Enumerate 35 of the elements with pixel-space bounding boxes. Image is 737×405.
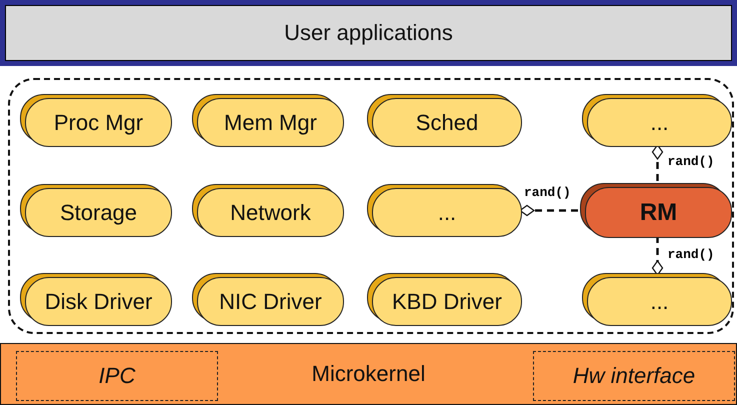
- module-pill: [367, 273, 522, 326]
- module-pill: [367, 184, 522, 237]
- module-label: ...: [650, 110, 669, 136]
- module-label: KBD Driver: [392, 288, 502, 314]
- component-label: IPC: [98, 363, 136, 389]
- layer-label: Microkernel: [312, 361, 426, 387]
- module-pill: [582, 94, 732, 147]
- dashed-box: [16, 351, 218, 401]
- connector: [652, 144, 664, 181]
- module-label: RM: [640, 198, 678, 226]
- module-label: Proc Mgr: [54, 110, 144, 136]
- module-pill: [192, 184, 344, 237]
- connector: [652, 236, 664, 276]
- layer-band: [0, 343, 737, 405]
- module-pill: [580, 183, 732, 238]
- module-pill: [192, 94, 344, 147]
- module-pill: [20, 184, 172, 237]
- dashed-box: [533, 351, 735, 401]
- module-pill: [367, 94, 522, 147]
- module-pill: [20, 273, 172, 326]
- module-pill: [192, 273, 344, 326]
- layer-band: [0, 0, 737, 66]
- module-label: Mem Mgr: [224, 110, 317, 136]
- module-pill: [582, 273, 732, 326]
- layer-label: User applications: [284, 20, 453, 46]
- module-label: Disk Driver: [44, 288, 152, 314]
- dashed-region: [8, 78, 734, 334]
- module-pill: [20, 94, 172, 147]
- module-label: NIC Driver: [219, 288, 322, 314]
- component-label: Hw interface: [572, 363, 696, 389]
- module-label: Storage: [60, 200, 138, 226]
- module-label: Sched: [416, 110, 478, 136]
- module-label: ...: [438, 200, 456, 226]
- module-label: Network: [230, 200, 311, 226]
- module-label: ...: [650, 288, 669, 314]
